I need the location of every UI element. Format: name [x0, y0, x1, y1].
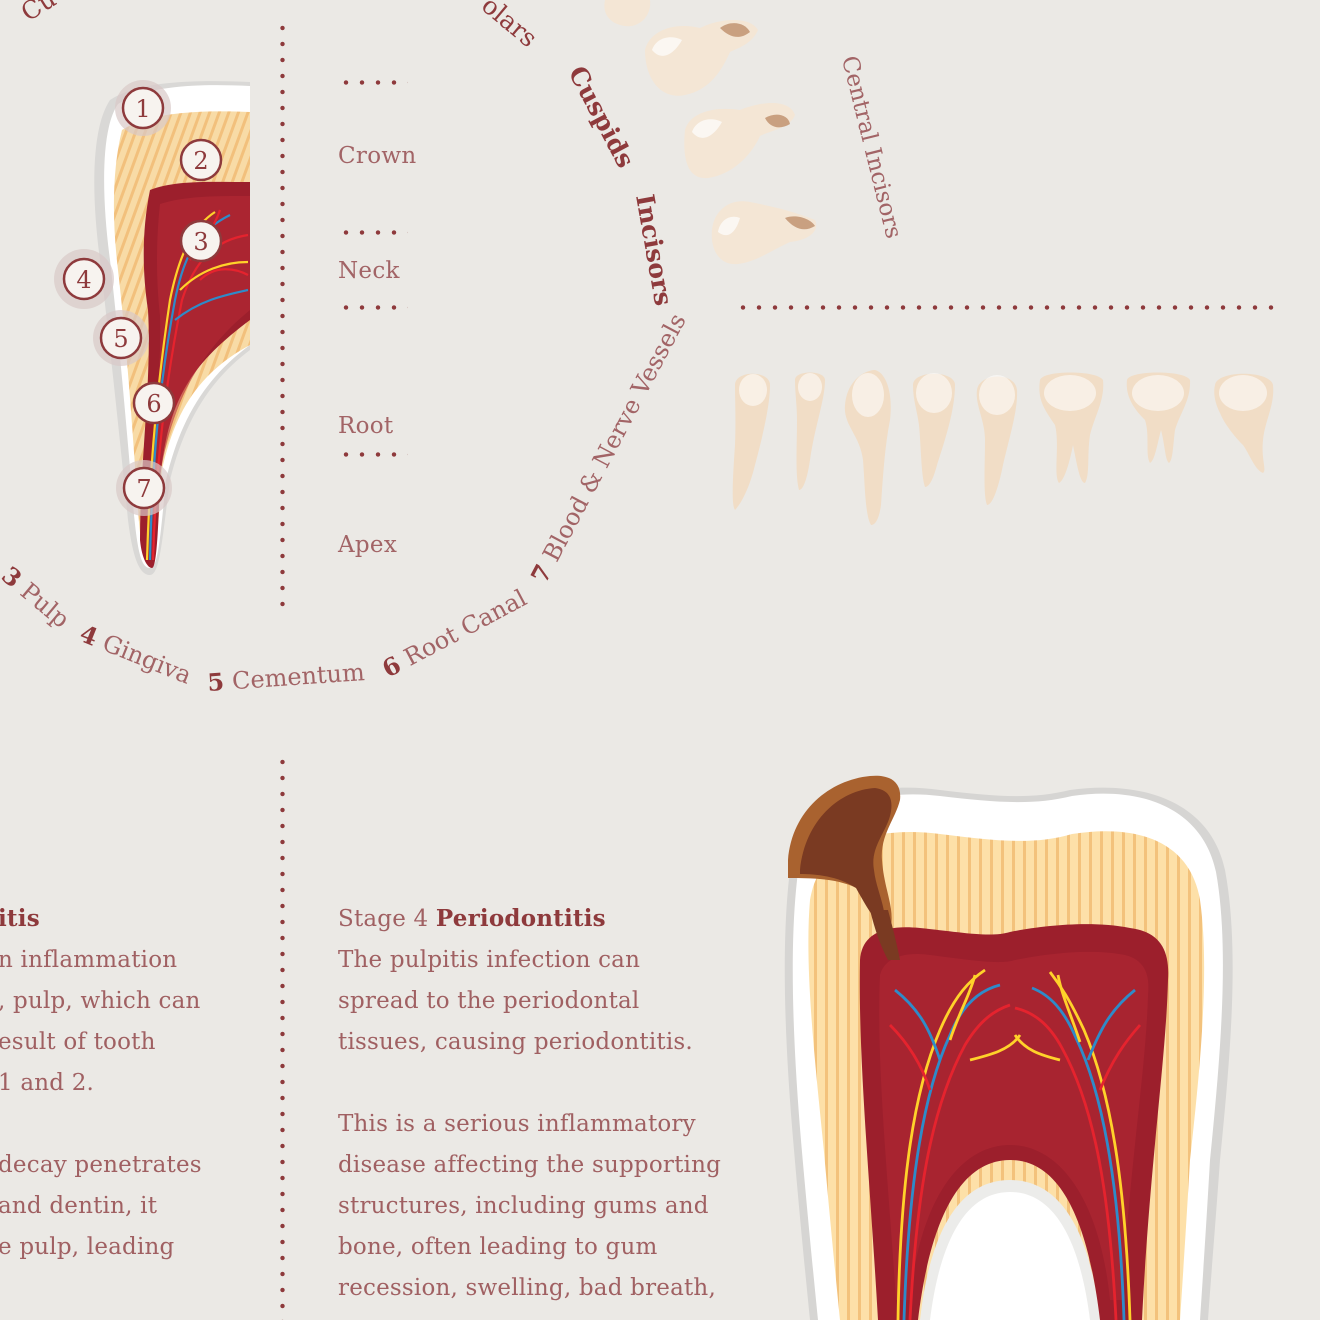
label-crown: Crown: [338, 143, 417, 169]
tooth-row-1: [732, 373, 770, 510]
svg-text:4: 4: [76, 266, 91, 294]
svg-text:7: 7: [136, 475, 151, 503]
stage3-line-3: esult of tooth: [0, 1029, 156, 1055]
label-apex: Apex: [338, 532, 398, 558]
badge-3: 3: [179, 219, 223, 263]
stage4-p2-line-2: disease affecting the supporting: [338, 1152, 722, 1178]
badge-6: 6: [132, 381, 176, 425]
divider-bottom: [280, 754, 285, 1320]
divider-teeth: [735, 305, 1280, 310]
label-root: Root: [338, 413, 394, 439]
badge-4: 4: [54, 249, 114, 309]
svg-text:1: 1: [135, 95, 150, 123]
stage4-p1-line-3: tissues, causing periodontitis.: [338, 1029, 693, 1055]
label-root-canal: 6Root Canal: [377, 583, 531, 683]
stage3-line-4: 1 and 2.: [0, 1070, 95, 1096]
stage4-p1-line-1: The pulpitis infection can: [338, 947, 641, 973]
stage4-p1-line-2: spread to the periodontal: [338, 988, 640, 1014]
stage3-line-1: n inflammation: [0, 947, 178, 973]
svg-text:5: 5: [113, 325, 128, 353]
tooth-side-3: [684, 103, 795, 179]
stage3-line-2: , pulp, which can: [0, 988, 201, 1014]
svg-text:2: 2: [193, 147, 208, 175]
tooth-row-2: [795, 372, 825, 490]
teeth-row: [732, 370, 1274, 525]
svg-text:4Gingiva: 4Gingiva: [76, 619, 196, 690]
stage4-p2-line-3: structures, including gums and: [338, 1193, 709, 1219]
stage4-p2-line-1: This is a serious inflammatory: [338, 1111, 696, 1137]
anatomy-tooth-diagram: 1 2 3 4 5 6 7: [54, 80, 251, 576]
badge-5: 5: [93, 310, 149, 366]
molar-decay-inner: [800, 788, 892, 928]
stage3-line-6: and dentin, it: [0, 1193, 158, 1219]
stage3-line-5: decay penetrates: [0, 1152, 202, 1178]
periodontitis-molar-illustration: [784, 775, 1233, 1320]
molar-vessels: [889, 968, 1142, 1320]
stage3-title: itis: [0, 905, 40, 932]
svg-text:3: 3: [193, 228, 208, 256]
stage4-text: Stage 4 Periodontitis The pulpitis infec…: [338, 898, 758, 1309]
stage4-title: Stage 4 Periodontitis: [338, 905, 606, 932]
label-blood-nerve: 7Blood & Nerve Vessels: [525, 308, 692, 588]
svg-text:7Blood & Nerve Vessels: 7Blood & Nerve Vessels: [525, 308, 692, 587]
label-premolars-fragment: olars: [476, 0, 543, 53]
svg-text:6Root Canal: 6Root Canal: [377, 583, 531, 683]
badge-7: 7: [116, 460, 172, 516]
label-neck: Neck: [338, 258, 400, 284]
badge-2: 2: [179, 138, 223, 182]
label-cuspids-fragment: Cu: [16, 0, 61, 27]
tooth-side-1: [604, 0, 651, 27]
label-pulp: 3Pulp: [0, 560, 76, 633]
neck-top-dots: [338, 230, 408, 235]
circle-labels: Cu olars Cuspids Incisors 7Blood & Nerve…: [0, 0, 692, 697]
badge-1: 1: [115, 80, 171, 136]
svg-text:3Pulp: 3Pulp: [0, 560, 76, 633]
divider-top: [280, 20, 285, 612]
stage4-p2-line-4: bone, often leading to gum: [338, 1234, 658, 1260]
svg-text:6: 6: [146, 390, 161, 418]
crown-top-dots: [338, 80, 408, 85]
stage3-text: itis n inflammation , pulp, which can es…: [0, 898, 258, 1268]
stage3-line-7: e pulp, leading: [0, 1234, 175, 1260]
neck-bottom-dots: [338, 305, 408, 310]
label-gingiva: 4Gingiva: [76, 619, 196, 690]
side-teeth-illustration: [604, 0, 817, 265]
root-bottom-dots: [338, 452, 408, 457]
stage4-p2-line-5: recession, swelling, bad breath,: [338, 1275, 716, 1301]
